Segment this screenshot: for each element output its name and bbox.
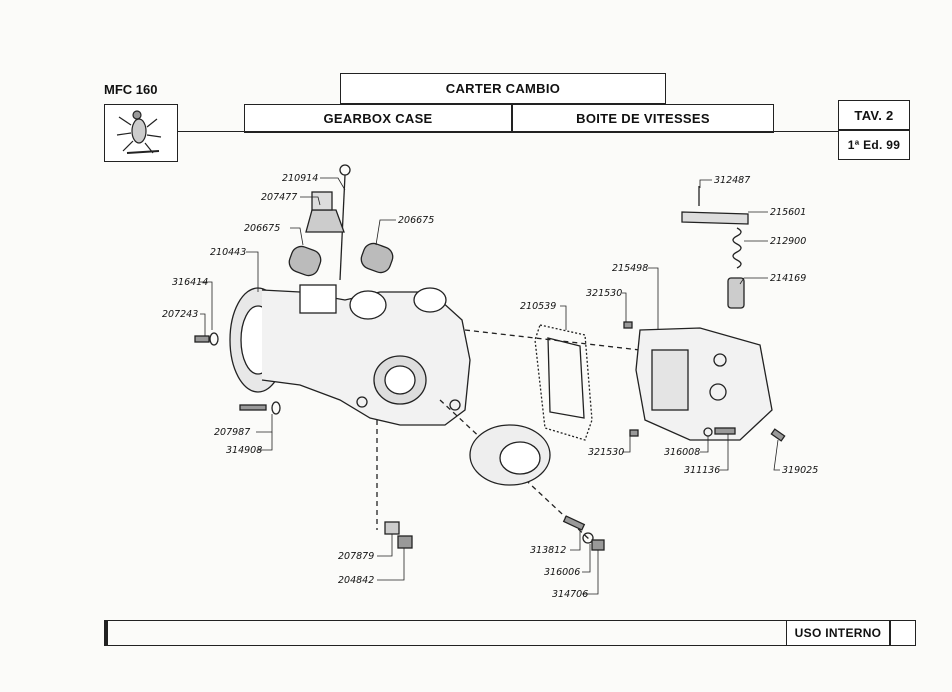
part-label: 214169	[770, 273, 806, 284]
part-label: 207243	[162, 309, 198, 320]
part-label: 215601	[770, 207, 806, 218]
leader-lines	[200, 177, 780, 595]
part-label: 207477	[261, 192, 297, 203]
header-rule	[178, 131, 838, 132]
part-label: 321530	[586, 288, 622, 299]
part-label: 313812	[530, 545, 566, 556]
ant-logo-icon	[116, 110, 162, 154]
part-label: 314706	[552, 589, 588, 600]
part-label: 312487	[714, 175, 750, 186]
part-label: 321530	[588, 447, 624, 458]
part-label: 316414	[172, 277, 208, 288]
main-housing-drawing	[194, 164, 786, 551]
title-italian: CARTER CAMBIO	[340, 73, 666, 104]
part-label: 212900	[770, 236, 806, 247]
title-english: GEARBOX CASE	[244, 104, 512, 133]
title-french: BOITE DE VITESSES	[512, 104, 774, 133]
part-label: 207987	[214, 427, 250, 438]
part-label: 210443	[210, 247, 246, 258]
footer-end-cell	[890, 620, 916, 646]
part-label: 206675	[244, 223, 280, 234]
part-label: 215498	[612, 263, 648, 274]
part-label: 316006	[544, 567, 580, 578]
usage-label: USO INTERNO	[786, 620, 890, 646]
edition-label: 1ª Ed. 99	[838, 130, 910, 160]
table-number: TAV. 2	[838, 100, 910, 130]
part-label: 210914	[282, 173, 318, 184]
model-code: MFC 160	[104, 82, 158, 97]
part-label: 319025	[782, 465, 818, 476]
part-label: 311136	[684, 465, 720, 476]
part-label: 204842	[338, 575, 374, 586]
brand-logo	[104, 104, 178, 162]
part-number-labels: 210914 207477 206675 206675 210443 31641…	[162, 173, 818, 600]
part-label: 206675	[398, 215, 434, 226]
part-label: 316008	[664, 447, 700, 458]
part-label: 314908	[226, 445, 262, 456]
part-label: 207879	[338, 551, 374, 562]
part-label: 210539	[520, 301, 556, 312]
